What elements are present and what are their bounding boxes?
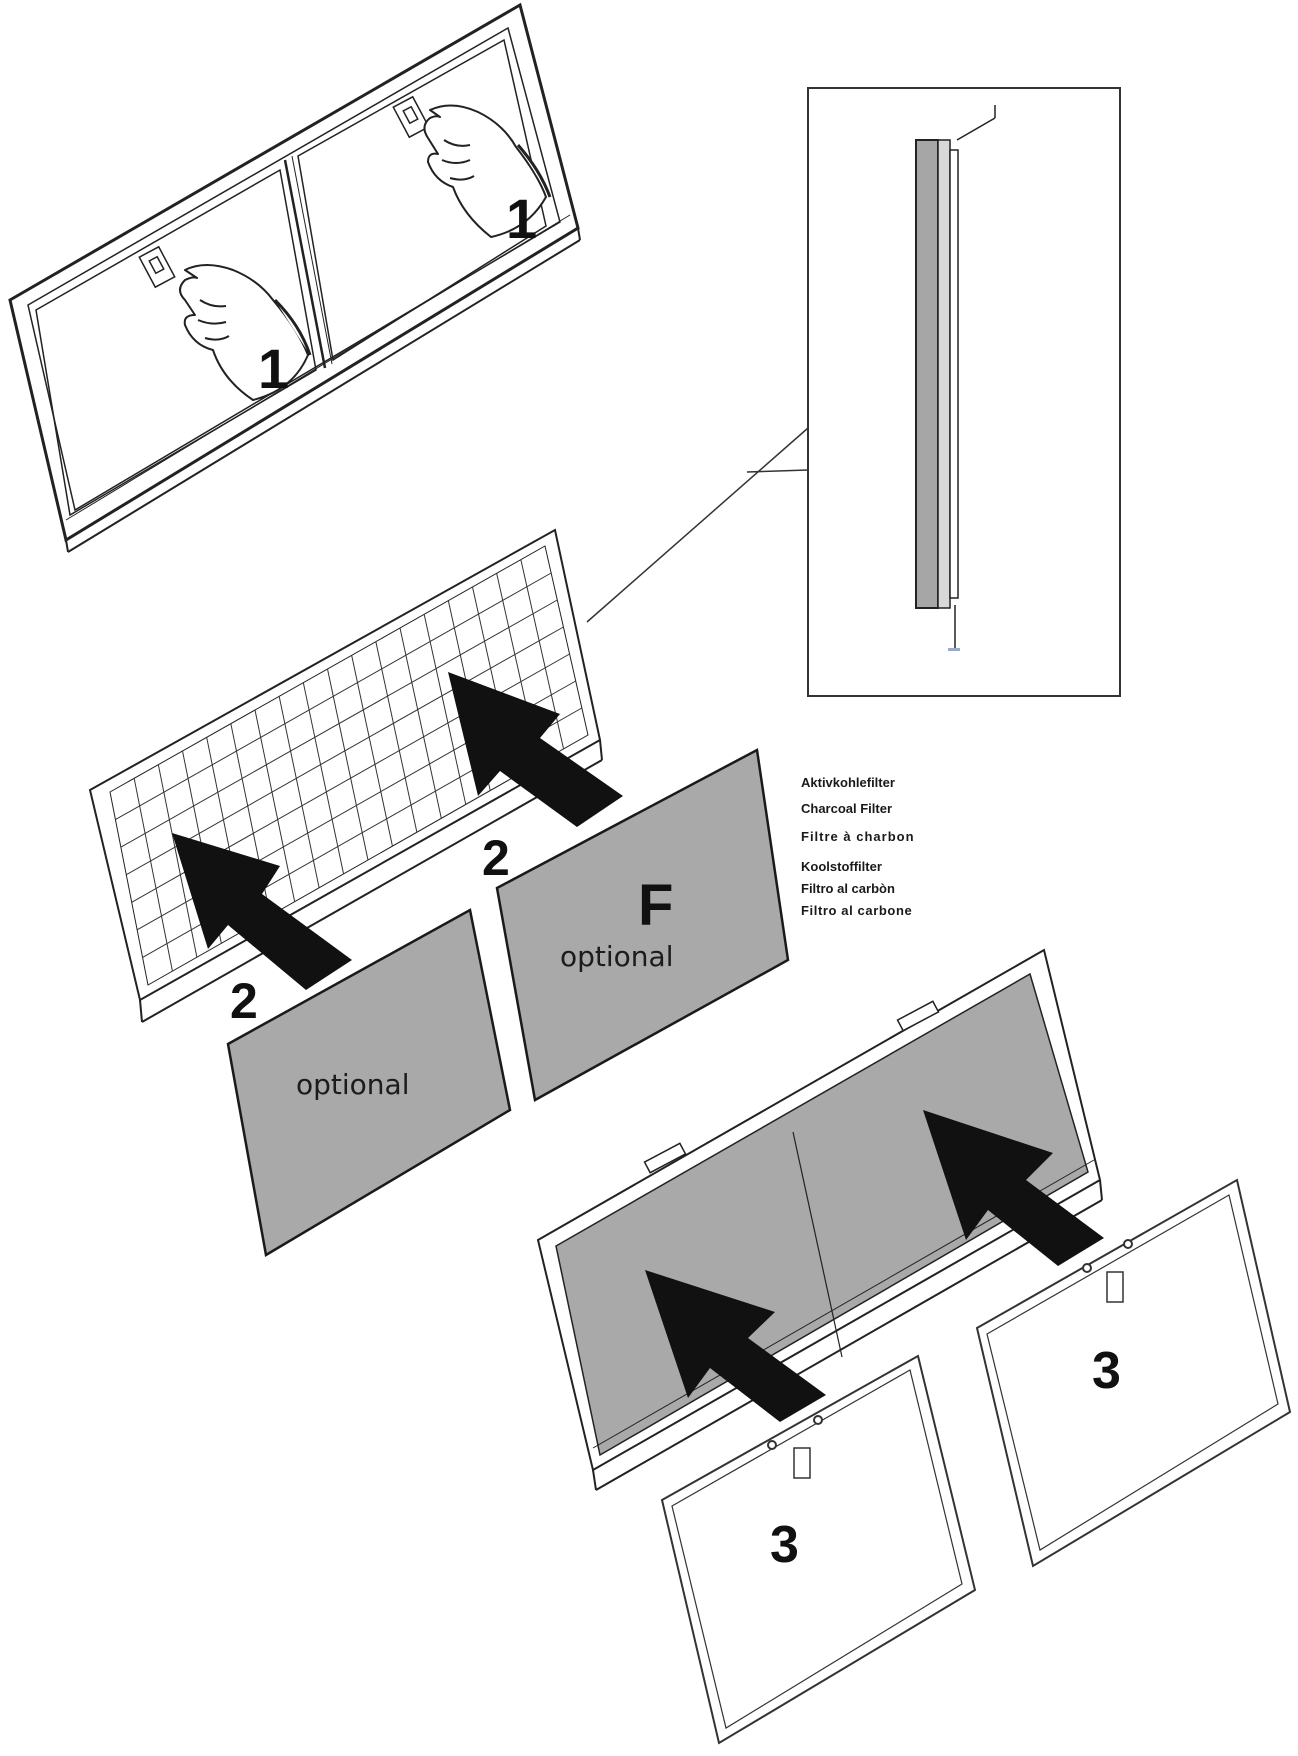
step-2-label: 2 [230, 973, 258, 1029]
grease-filter-frame [660, 1178, 1292, 1745]
hand-icon [179, 264, 312, 401]
step-3-label: 3 [770, 1516, 799, 1574]
step-1-label: 1 [258, 337, 289, 400]
latch-handle [138, 95, 430, 289]
charcoal-filter-panel [226, 748, 790, 1257]
optional-label: optional [560, 940, 673, 973]
insert-arrow [645, 1110, 1104, 1422]
filter-letter-label: F [638, 873, 673, 938]
step-2-label: 2 [482, 830, 510, 886]
step-3-label: 3 [1092, 1342, 1121, 1400]
hand-icon [423, 104, 552, 238]
hood-frame-top [8, 2, 581, 553]
insert-arrow [172, 672, 623, 990]
step-1-label: 1 [506, 187, 537, 250]
latch-handle [643, 1000, 940, 1174]
profile-detail-inset [586, 87, 1121, 697]
optional-label: optional [296, 1068, 409, 1101]
